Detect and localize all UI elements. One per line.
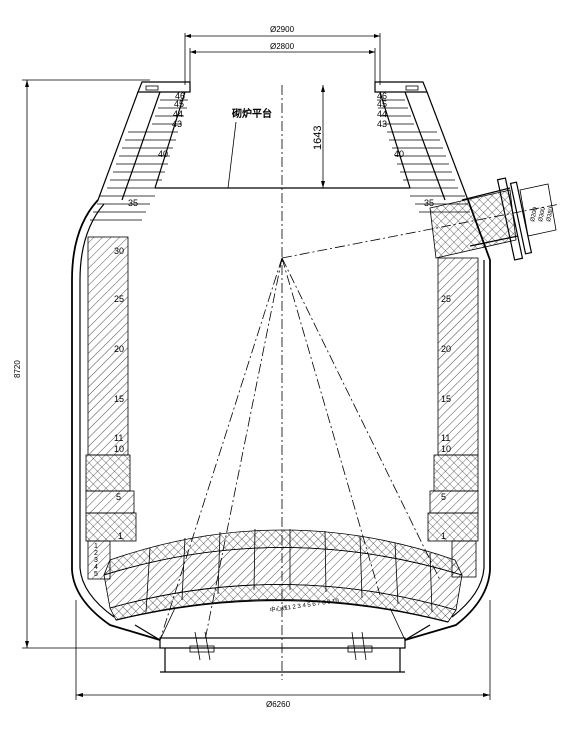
top-crown — [137, 81, 428, 93]
cone-top-labels-right: 46 45 44 43 — [377, 91, 387, 129]
wall-15-right: 15 — [441, 394, 451, 404]
wall-10-right: 10 — [441, 444, 451, 454]
cone-lining — [90, 91, 470, 221]
layer-43-left: 43 — [172, 119, 182, 129]
row-5: 5 — [94, 571, 98, 578]
layer-44-right: 44 — [377, 109, 387, 119]
wall-5-right: 5 — [441, 492, 446, 502]
row-4: 4 — [94, 564, 98, 571]
wall-labels-left: 30 25 20 15 11 10 5 1 — [114, 246, 124, 541]
wall-20-right: 20 — [441, 344, 451, 354]
wall-lining-right — [427, 257, 479, 578]
wall-5-left: 5 — [116, 492, 121, 502]
dim-shell-diameter: Ø6260 — [266, 700, 291, 709]
dim-cone-height: 1643 — [312, 126, 324, 150]
wall-25-left: 25 — [114, 294, 124, 304]
side-nozzle — [281, 177, 561, 261]
height-dimension — [22, 79, 165, 649]
wall-11-right: 11 — [441, 433, 450, 443]
row-1: 1 — [94, 543, 98, 550]
row-2: 2 — [94, 550, 98, 557]
wall-labels-right: 25 20 15 11 10 5 1 — [441, 294, 451, 541]
top-dimension-lines — [184, 33, 381, 85]
layer-45-right: 45 — [377, 99, 387, 109]
dim-total-height: 8720 — [13, 360, 22, 378]
layer-35-right: 35 — [424, 198, 434, 208]
layer-40-right: 40 — [394, 149, 404, 159]
wall-1-right: 1 — [441, 531, 446, 541]
bottom-hearth — [103, 528, 463, 623]
wall-30-left: 30 — [114, 246, 124, 256]
wall-1-left: 1 — [118, 531, 123, 541]
outer-shell — [71, 199, 491, 641]
nozzle-label-1: Ø200 — [530, 206, 539, 222]
dim-top-outer: Ø2900 — [270, 25, 295, 34]
wall-20-left: 20 — [114, 344, 124, 354]
layer-46-right: 46 — [377, 91, 387, 101]
support-structure — [134, 607, 431, 673]
wall-15-left: 15 — [114, 394, 124, 404]
nozzle-labels: Ø200 Ø300 Ø380 — [530, 206, 555, 222]
platform-label: 砌炉平台 — [231, 107, 272, 120]
layer-40-left: 40 — [158, 149, 168, 159]
nozzle-label-3: Ø380 — [546, 206, 555, 222]
nozzle-label-2: Ø300 — [538, 206, 547, 222]
wall-25-right: 25 — [441, 294, 451, 304]
wall-lining-left — [85, 236, 137, 580]
bottom-left-rows: 1 2 3 4 5 — [94, 543, 98, 578]
dim-top-inner: Ø2800 — [270, 42, 295, 51]
layer-44-left: 44 — [173, 109, 183, 119]
layer-46-left: 46 — [175, 91, 185, 101]
wall-11-left: 11 — [114, 433, 123, 443]
layer-45-left: 45 — [174, 99, 184, 109]
cone-top-labels-left: 46 45 44 43 — [172, 91, 185, 129]
row-3: 3 — [94, 557, 98, 564]
layer-43-right: 43 — [377, 119, 387, 129]
bottom-dimension — [75, 600, 491, 700]
layer-35-left: 35 — [128, 198, 138, 208]
cone-height-dimension — [321, 85, 325, 188]
wall-10-left: 10 — [114, 444, 124, 454]
